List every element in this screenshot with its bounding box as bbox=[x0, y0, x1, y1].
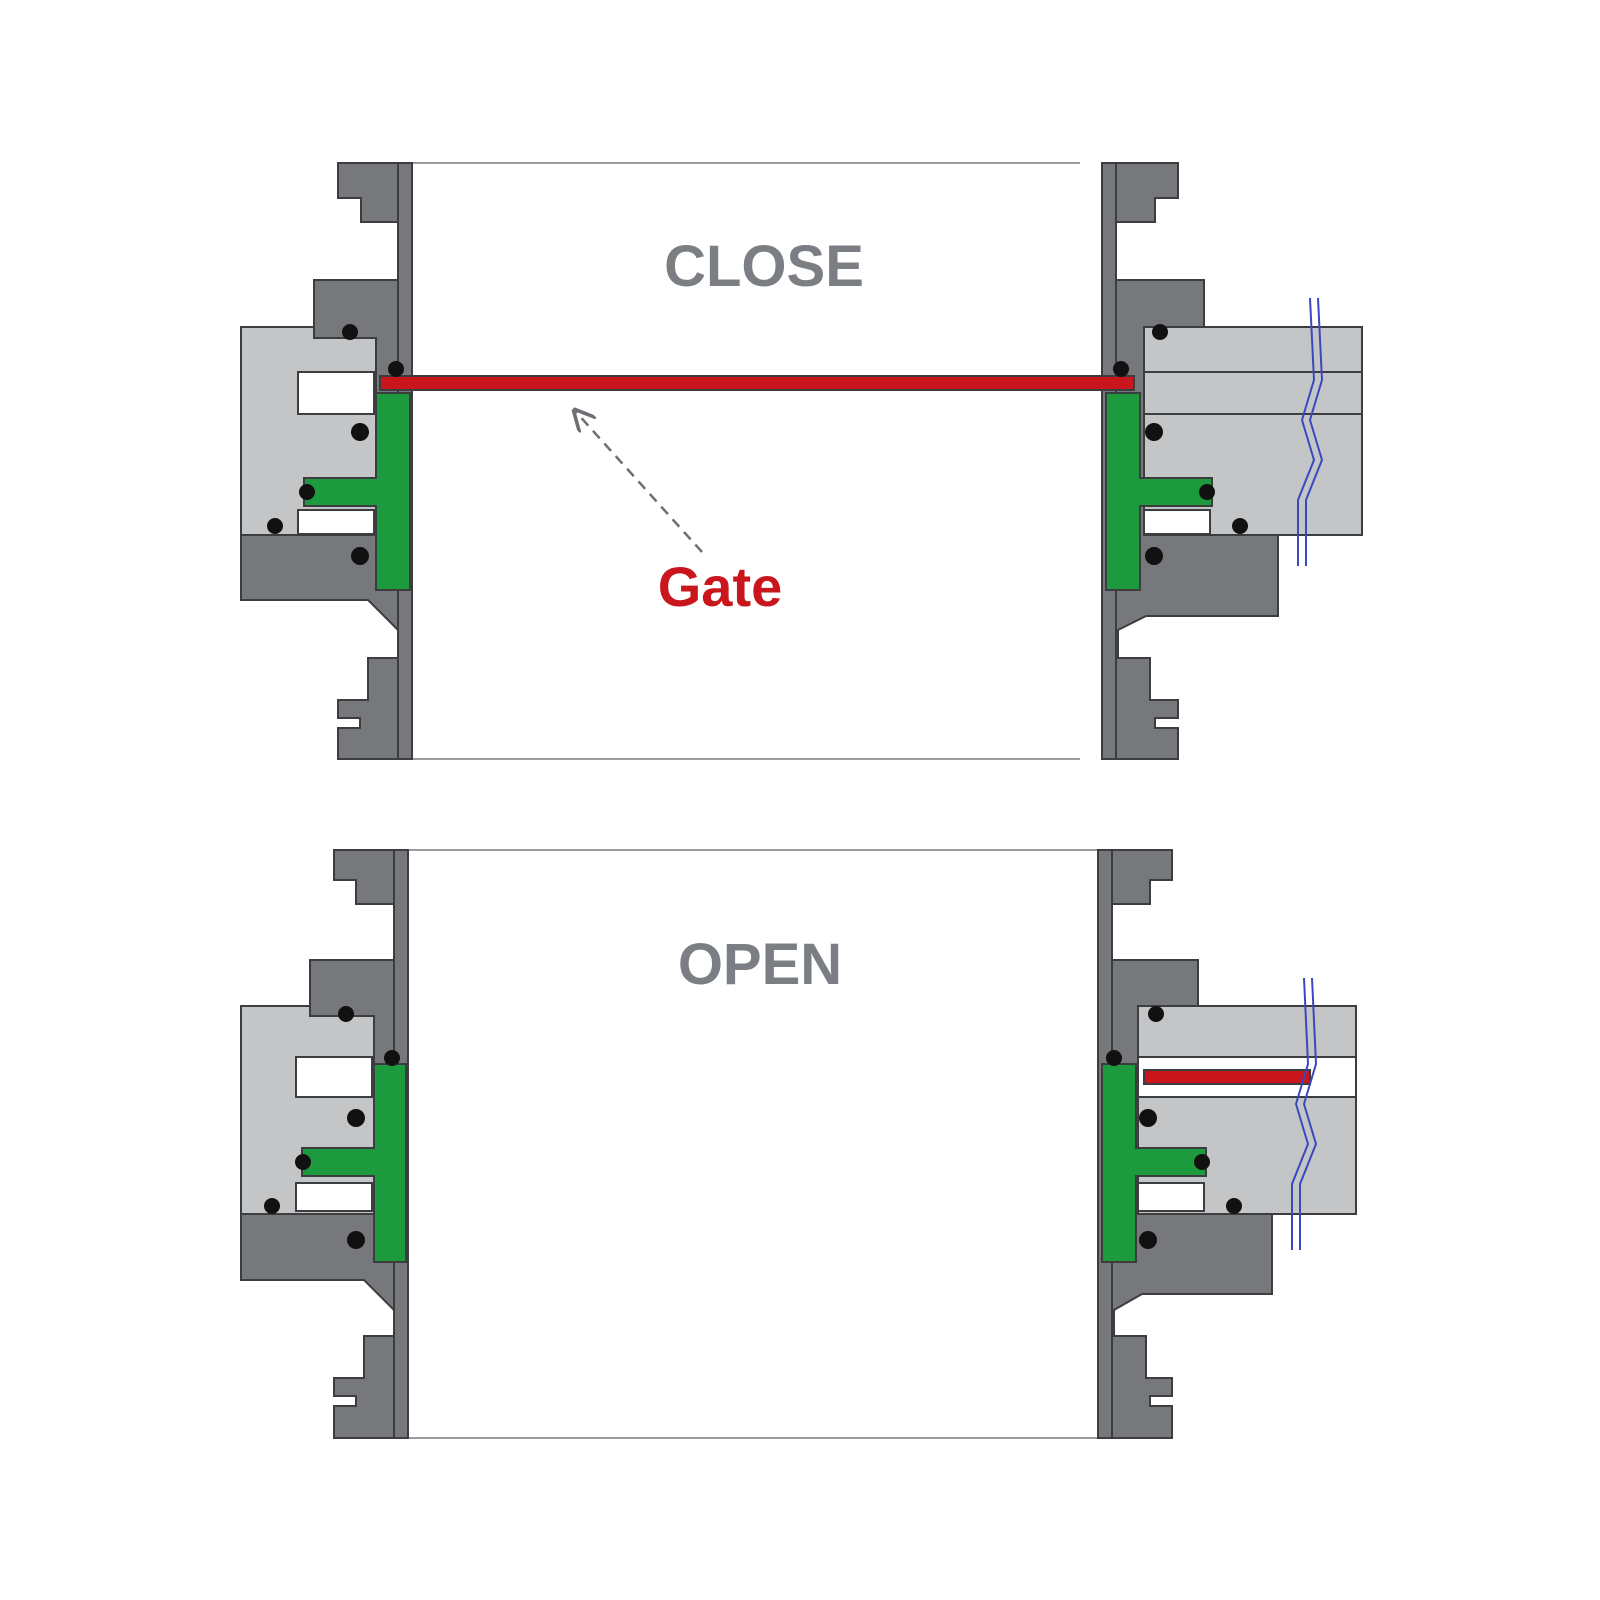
cable-icon bbox=[1291, 977, 1318, 1250]
leader-arrow-icon bbox=[576, 412, 703, 553]
o-ring-seal-icon bbox=[264, 1006, 1242, 1249]
right-flange bbox=[1101, 162, 1279, 760]
gate-plate-open bbox=[1143, 1069, 1311, 1085]
right-piston bbox=[1101, 1063, 1207, 1263]
o-ring-seal-icon bbox=[267, 324, 1248, 565]
gate-label: Gate bbox=[658, 555, 783, 618]
gate-plate-closed bbox=[379, 375, 1135, 391]
left-body bbox=[240, 1005, 375, 1215]
close-panel: CLOSE Gate bbox=[240, 162, 1363, 760]
state-label-open: OPEN bbox=[678, 932, 842, 997]
open-panel: OPEN bbox=[240, 849, 1357, 1439]
right-piston bbox=[1105, 392, 1213, 591]
right-body bbox=[1137, 1005, 1357, 1215]
right-flange bbox=[1097, 849, 1273, 1439]
left-piston bbox=[301, 1063, 407, 1263]
state-label-close: CLOSE bbox=[664, 234, 864, 299]
left-piston bbox=[303, 392, 411, 591]
cable-icon bbox=[1297, 297, 1324, 566]
